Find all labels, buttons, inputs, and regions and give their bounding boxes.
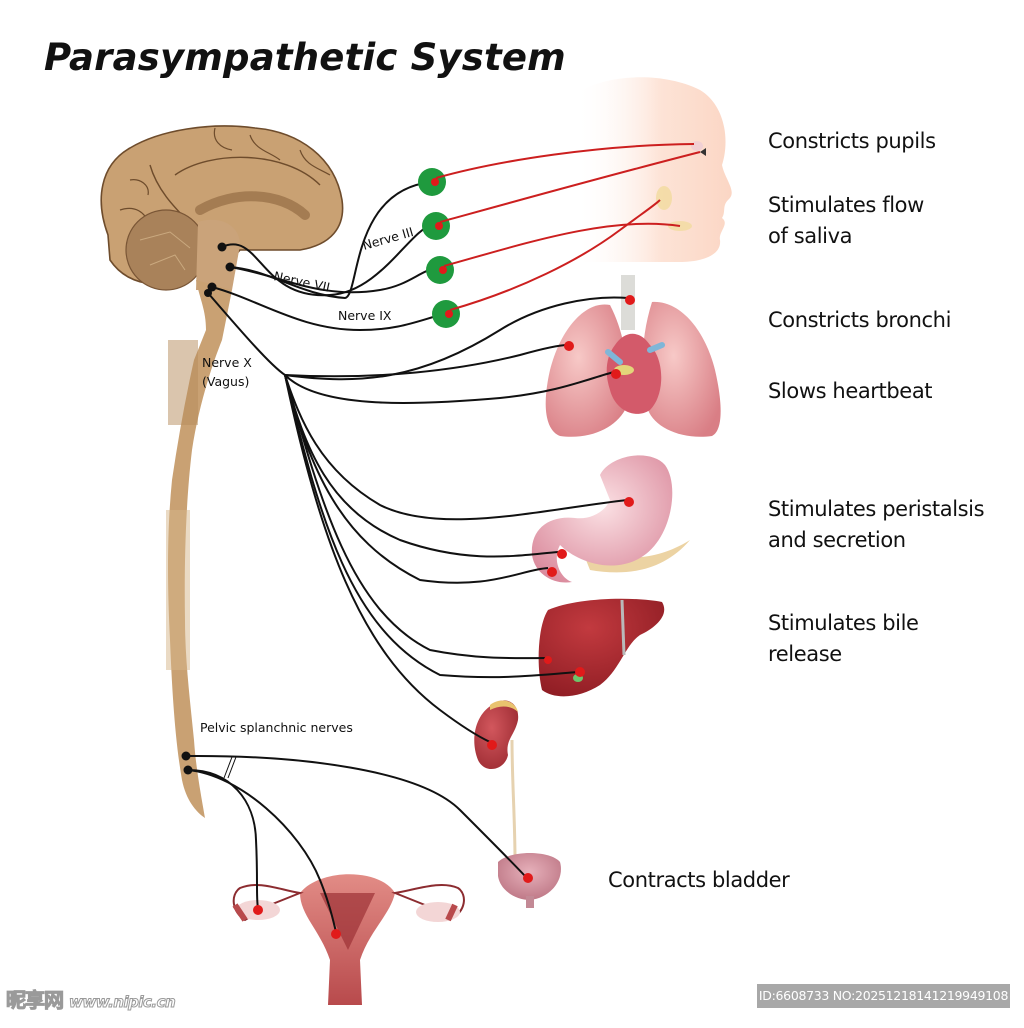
pelvic-branch-ovary bbox=[187, 769, 259, 909]
kidney bbox=[474, 700, 519, 861]
effect-bronchi-line1: Constricts bronchi bbox=[768, 308, 952, 332]
branch-kidney bbox=[284, 374, 491, 743]
watermark-brand-text: 昵享网 bbox=[6, 988, 65, 1013]
ganglia bbox=[418, 168, 460, 328]
uterus bbox=[232, 874, 465, 1005]
pupil-icon bbox=[700, 148, 706, 156]
postganglionic-fibers bbox=[435, 143, 701, 311]
liver bbox=[538, 598, 665, 697]
nerve-ix-path bbox=[211, 286, 445, 332]
branch-heart bbox=[284, 371, 615, 405]
branch-duodenum bbox=[284, 374, 549, 584]
effect-stomach-line2: and secretion bbox=[768, 528, 906, 552]
effect-eye: Constricts pupils bbox=[768, 126, 936, 157]
effect-stomach-line1: Stimulates peristalsis bbox=[768, 497, 985, 521]
label-vagus: (Vagus) bbox=[202, 374, 249, 389]
diagram-title: Parasympathetic System bbox=[44, 36, 566, 79]
cerebellum bbox=[125, 209, 207, 291]
branch-liver-1 bbox=[284, 374, 549, 660]
heart bbox=[606, 333, 662, 414]
nerve-origin-dots bbox=[181, 242, 235, 775]
watermark-url: www.nipic.cn bbox=[68, 993, 176, 1012]
pelvic-label-pointer bbox=[223, 756, 237, 779]
label-nerve-vii: Nerve VII bbox=[272, 268, 331, 295]
effect-saliva-line2: of saliva bbox=[768, 224, 853, 248]
lungs bbox=[545, 275, 721, 437]
effector-sites bbox=[253, 295, 635, 939]
vagus-nerve bbox=[207, 292, 629, 743]
effect-liver: Stimulates bile release bbox=[768, 608, 919, 670]
branch-lungs bbox=[284, 344, 569, 378]
brain bbox=[100, 125, 344, 291]
effect-liver-line1: Stimulates bile bbox=[768, 611, 919, 635]
eye-icon bbox=[691, 141, 703, 151]
branch-stomach bbox=[284, 374, 628, 521]
effect-heart-line1: Slows heartbeat bbox=[768, 379, 933, 403]
stomach bbox=[531, 455, 690, 583]
pelvic-nerves bbox=[185, 754, 526, 933]
pelvic-branch-uterus bbox=[187, 769, 337, 933]
parotid-gland-icon bbox=[656, 186, 672, 210]
branch-liver-2 bbox=[284, 374, 579, 679]
label-nerve-ix: Nerve IX bbox=[338, 308, 392, 323]
effect-bladder: Contracts bladder bbox=[608, 865, 790, 896]
effect-stomach: Stimulates peristalsis and secretion bbox=[768, 494, 985, 556]
label-nerve-x: Nerve X bbox=[202, 355, 252, 370]
effect-bladder-line1: Contracts bladder bbox=[608, 868, 790, 892]
cranial-nerves bbox=[211, 181, 445, 332]
effect-bronchi: Constricts bronchi bbox=[768, 305, 951, 336]
effect-liver-line2: release bbox=[768, 642, 842, 666]
effect-heart: Slows heartbeat bbox=[768, 376, 933, 407]
effect-saliva-line1: Stimulates flow bbox=[768, 193, 924, 217]
label-pelvic-splanchnic: Pelvic splanchnic nerves bbox=[200, 720, 353, 735]
nerve-iii-path bbox=[221, 224, 433, 297]
ureter bbox=[510, 739, 517, 861]
head-profile bbox=[575, 77, 732, 263]
nerve-vii-path-2 bbox=[229, 266, 439, 294]
effect-eye-line1: Constricts pupils bbox=[768, 129, 936, 153]
spinal-cord bbox=[166, 280, 232, 818]
branch-trachea bbox=[284, 296, 629, 381]
effect-saliva: Stimulates flow of saliva bbox=[768, 190, 924, 252]
pelvic-branch-bladder bbox=[185, 754, 526, 877]
vagus-trunk bbox=[207, 292, 286, 376]
image-id-badge: ID:6608733 NO:20251218141219949108 bbox=[757, 984, 1010, 1008]
